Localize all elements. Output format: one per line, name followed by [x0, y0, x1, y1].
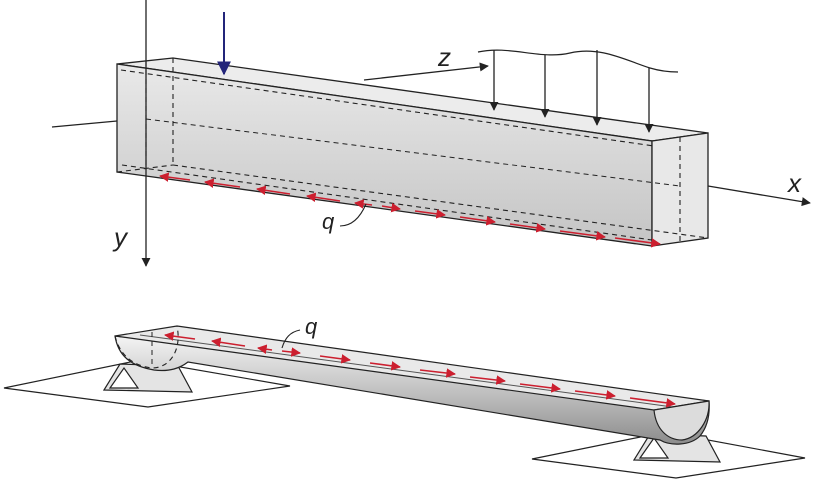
shear-flow-arrow	[211, 337, 246, 348]
triangle-support-icon	[108, 366, 140, 389]
shear-flow-arrow	[256, 185, 291, 196]
x-axis-line-left	[51, 120, 118, 128]
shear-flow-arrows-box	[159, 172, 661, 248]
distributed-load-curve	[477, 49, 679, 73]
shear-flow-arrow	[164, 331, 196, 341]
shear-flow-arrow	[354, 199, 373, 209]
trough-right-end	[653, 400, 710, 441]
shear-flow-arrow	[509, 223, 546, 233]
shear-flow-leader-lower	[281, 329, 301, 349]
shear-flow-arrow	[629, 397, 676, 408]
shear-flow-arrow	[419, 368, 456, 378]
trough-inner-edge	[139, 334, 681, 409]
shear-flow-arrow	[381, 202, 401, 213]
x-axis-label: x	[786, 168, 802, 198]
z-axis-line	[363, 62, 489, 81]
shear-flow-label-upper: q	[322, 209, 335, 234]
triangle-support-icon	[638, 436, 670, 459]
shear-flow-arrow	[204, 178, 241, 188]
x-axis-line-right	[707, 185, 811, 207]
trough-outer-surface	[114, 335, 710, 445]
shear-flow-arrow	[469, 375, 506, 385]
trough-left-end	[114, 325, 179, 369]
trough-beam-figure: q	[3, 314, 806, 479]
shear-flow-arrow	[159, 172, 191, 182]
right-support	[632, 433, 722, 463]
z-axis-label: z	[437, 42, 451, 72]
shear-flow-arrow	[306, 192, 341, 203]
shear-flow-arrow	[414, 209, 446, 219]
shear-flow-arrow	[574, 390, 616, 400]
shear-flow-arrow	[281, 347, 301, 357]
shear-flow-arrow	[519, 383, 561, 393]
shear-flow-arrow	[319, 354, 351, 364]
y-axis-label: y	[112, 222, 129, 252]
shear-flow-arrow	[614, 237, 661, 248]
shear-flow-leader	[339, 203, 367, 227]
shear-flow-arrows-trough	[164, 331, 676, 408]
beam-end-face	[651, 132, 709, 247]
distributed-load	[477, 49, 679, 133]
shear-flow-arrow	[559, 230, 606, 241]
shear-flow-arrow	[369, 361, 401, 371]
shear-flow-arrow	[459, 216, 496, 226]
box-beam-figure: y x z	[51, 0, 811, 267]
shear-flow-label-lower: q	[305, 314, 318, 339]
left-support	[102, 363, 194, 393]
shear-flow-arrow	[257, 344, 273, 354]
